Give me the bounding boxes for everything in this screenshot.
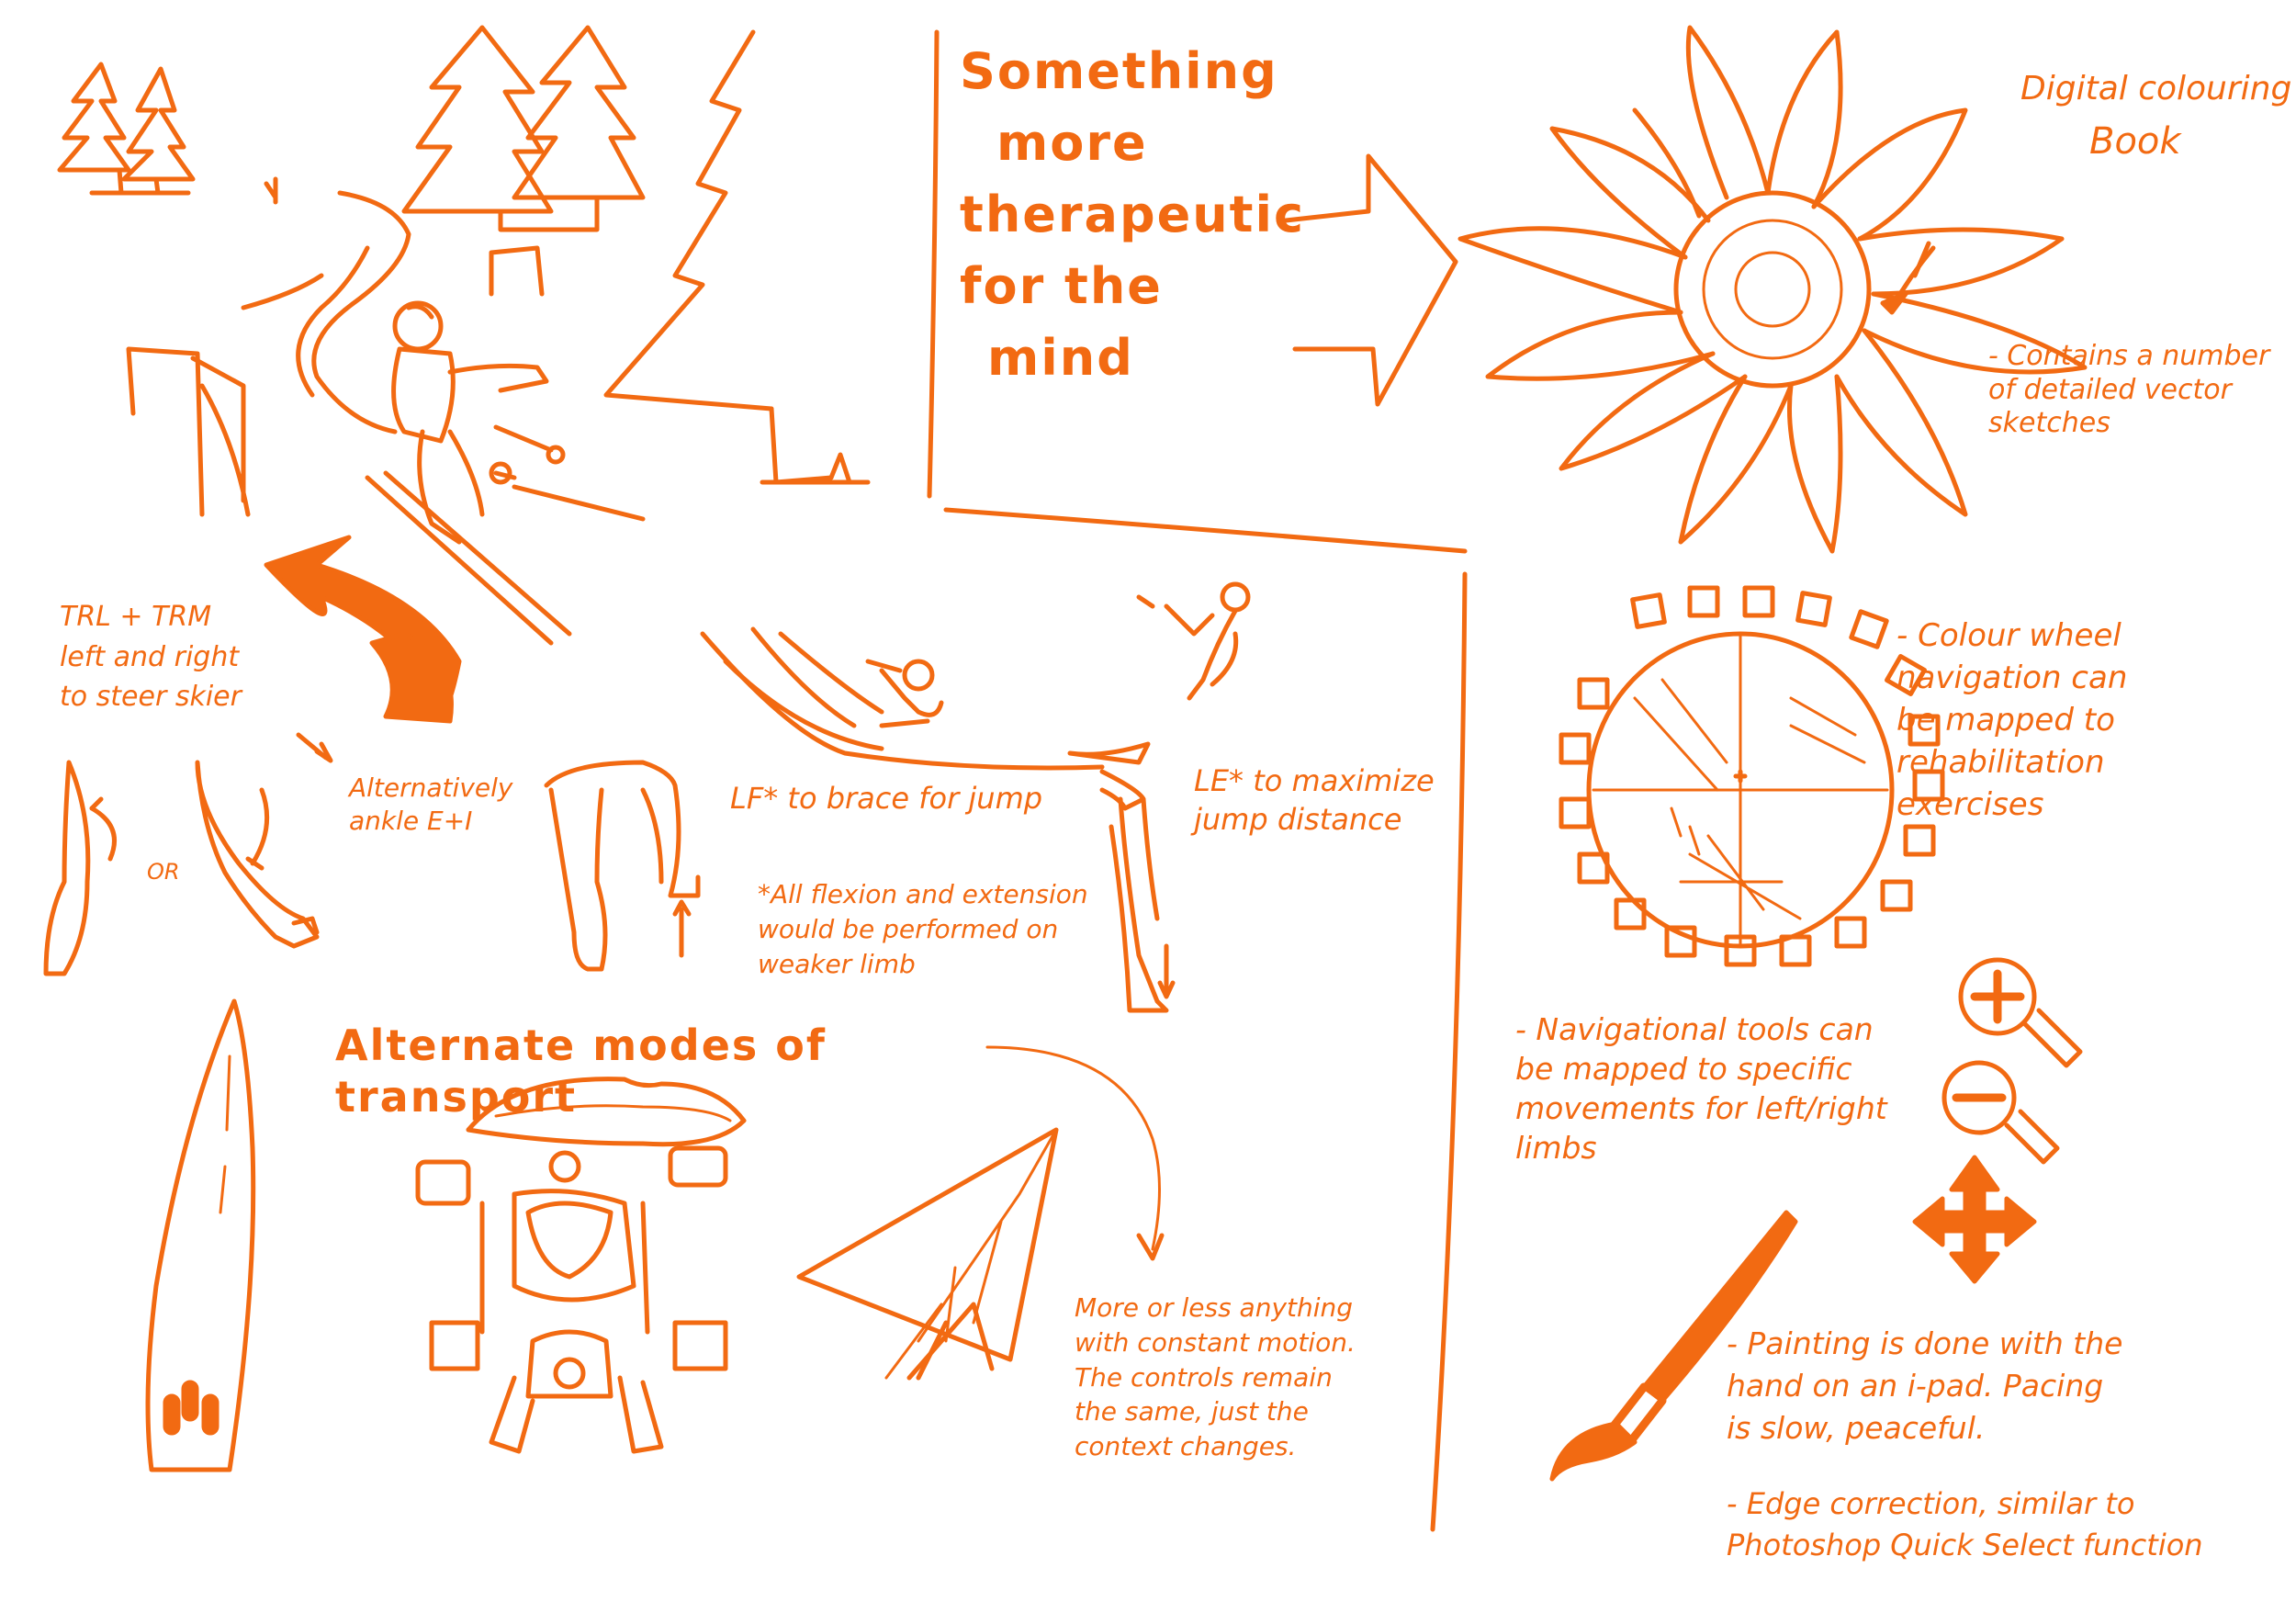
headline-line-2: more <box>996 113 1148 172</box>
headline-block: Something more therapeutic for the mind <box>960 41 1309 388</box>
zoom-in-icon <box>1958 957 2083 1068</box>
paintbrush-icon <box>1549 1210 1798 1482</box>
leg-sketch-left <box>43 760 320 976</box>
small-trees-sketch <box>57 62 196 196</box>
leg-sketch-right <box>1099 769 1176 1013</box>
painting-note: - Painting is done with the hand on an i… <box>1727 1325 2123 1447</box>
steer-skier-note: TRL + TRM left and right to steer skier <box>60 601 242 713</box>
ankle-alternative-note: Alternatively ankle E+I <box>349 773 513 837</box>
lf-brace-note: LF* to brace for jump <box>730 781 1043 816</box>
transport-pointer-arrow <box>985 1045 1165 1261</box>
transport-note: More or less anything with constant moti… <box>1075 1292 1356 1462</box>
le-maximize-note: LE* to maximize jump distance <box>1194 763 1435 837</box>
ski-track-sketch <box>241 176 411 434</box>
move-arrows-icon <box>1912 1155 2037 1284</box>
steer-arrow-icon <box>264 535 462 724</box>
skier-sketch <box>365 300 646 646</box>
surfboard-sketch <box>145 998 256 1472</box>
flexion-footnote: *All flexion and extension would be perf… <box>758 879 1088 979</box>
big-right-arrow-icon <box>1283 153 1458 407</box>
big-trees-sketch <box>401 25 646 297</box>
leg-sketch-middle <box>544 760 701 972</box>
headline-line-1: Something <box>960 42 1278 100</box>
headline-line-5: mind <box>987 328 1134 387</box>
colouring-book-title-2: Book <box>2089 120 2181 163</box>
pointer-arrow-1 <box>296 732 333 763</box>
quad-bike-sketch <box>415 1077 747 1454</box>
headline-line-4: for the <box>960 256 1163 315</box>
colour-wheel-note: - Colour wheel navigation can be mapped … <box>1896 617 2128 823</box>
colour-wheel-icon <box>1559 585 1945 967</box>
zoom-out-icon <box>1941 1060 2060 1165</box>
mountain-slope-sketch <box>603 29 871 485</box>
ski-jump-slope-sketch <box>700 581 1251 771</box>
colouring-book-title-1: Digital colouring <box>2020 70 2292 107</box>
flower-sketch <box>1458 25 2088 554</box>
transport-heading: Alternate modes of transport <box>335 1021 827 1122</box>
vector-sketches-note: - Contains a number of detailed vector s… <box>1988 340 2270 440</box>
edge-correction-note: - Edge correction, similar to Photoshop … <box>1727 1486 2203 1562</box>
panel-dividers <box>927 29 1468 1532</box>
hang-glider-sketch <box>796 1127 1059 1381</box>
headline-line-3: therapeutic <box>960 185 1306 243</box>
gate-sketch <box>126 346 251 517</box>
navigation-tools-note: - Navigational tools can be mapped to sp… <box>1515 1011 1887 1166</box>
or-label: OR <box>147 859 180 885</box>
wheel-swatches <box>1559 585 1945 967</box>
